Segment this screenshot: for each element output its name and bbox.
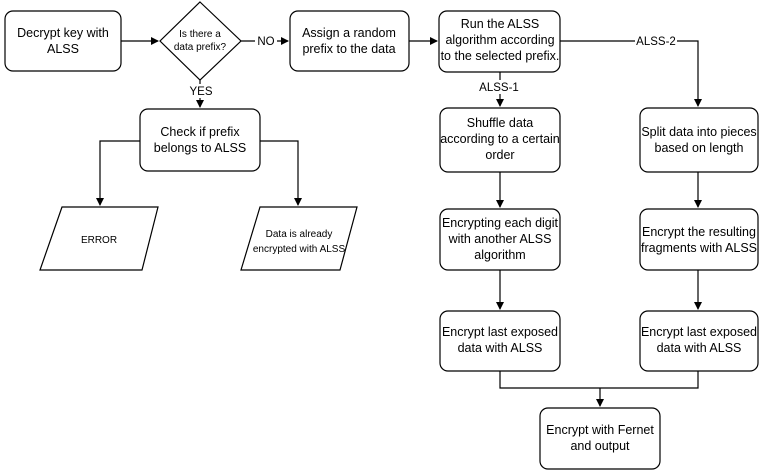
node-decrypt-key-line-1: Decrypt key with [17,26,109,40]
edge-last2-merge [600,371,699,389]
node-shuffle-line-3: order [485,148,514,162]
edge-label-alss2: ALSS-2 [636,36,676,48]
node-assign-prefix-line-2: prefix to the data [302,42,395,56]
node-prefix-question: Is there a data prefix? [159,1,242,81]
node-check-prefix-line-1: Check if prefix [160,125,240,139]
node-run-alss-line-3: to the selected prefix. [441,49,560,63]
node-already-encrypted: Data is already encrypted with ALSS [240,206,358,271]
edge-check-to-error [96,140,140,206]
edge-label-yes: YES [189,86,212,98]
node-encrypt-last-2: Encrypt last exposed data with ALSS [639,310,759,372]
node-encrypt-fragments-line-1: Encrypt the resulting [642,225,756,239]
node-already-encrypted-line-1: Data is already [266,229,333,240]
node-prefix-question-line-1: Is there a [179,29,221,40]
node-shuffle-line-2: according to a certain [440,132,560,146]
edge-label-alss1: ALSS-1 [479,82,519,94]
node-encrypt-last-1-line-1: Encrypt last exposed [442,325,558,339]
node-run-alss-line-1: Run the ALSS [461,17,540,31]
node-already-encrypted-line-2: encrypted with ALSS [253,244,346,255]
node-shuffle: Shuffle data according to a certain orde… [439,107,561,173]
node-shuffle-line-1: Shuffle data [467,116,534,130]
node-encrypt-last-1: Encrypt last exposed data with ALSS [439,310,561,372]
node-run-alss-line-2: algorithm according [445,33,554,47]
node-error-text: ERROR [81,235,117,246]
node-encrypt-digit: Encrypting each digit with another ALSS … [439,208,561,271]
node-split-line-1: Split data into pieces [641,125,756,139]
node-encrypt-fragments: Encrypt the resulting fragments with ALS… [639,208,759,271]
node-split: Split data into pieces based on length [639,107,759,173]
edge-check-to-already [260,140,302,206]
connectors [96,37,702,407]
node-run-alss: Run the ALSS algorithm according to the … [438,10,561,73]
node-fernet-line-2: and output [570,439,630,453]
node-split-line-2: based on length [655,141,744,155]
node-assign-prefix: Assign a random prefix to the data [289,10,410,72]
node-fernet: Encrypt with Fernet and output [539,407,661,470]
node-encrypt-digit-line-2: with another ALSS [448,232,552,246]
node-prefix-question-line-2: data prefix? [174,42,227,53]
node-encrypt-fragments-line-2: fragments with ALSS [641,241,757,255]
node-decrypt-key: Decrypt key with ALSS [4,10,122,72]
node-assign-prefix-line-1: Assign a random [302,26,396,40]
node-error: ERROR [39,206,159,271]
node-check-prefix-line-2: belongs to ALSS [154,141,246,155]
node-encrypt-digit-line-3: algorithm [474,248,525,262]
edge-labels: NO YES ALSS-1 ALSS-2 [188,34,677,98]
node-encrypt-digit-line-1: Encrypting each digit [442,216,559,230]
node-fernet-line-1: Encrypt with Fernet [546,423,654,437]
node-encrypt-last-2-line-2: data with ALSS [657,341,742,355]
node-decrypt-key-line-2: ALSS [47,42,79,56]
edge-last1-merge [499,371,600,389]
edge-run-to-split [560,40,702,107]
node-encrypt-last-2-line-1: Encrypt last exposed [641,325,757,339]
edge-label-no: NO [257,36,274,48]
node-encrypt-last-1-line-2: data with ALSS [458,341,543,355]
node-check-prefix: Check if prefix belongs to ALSS [139,108,261,172]
